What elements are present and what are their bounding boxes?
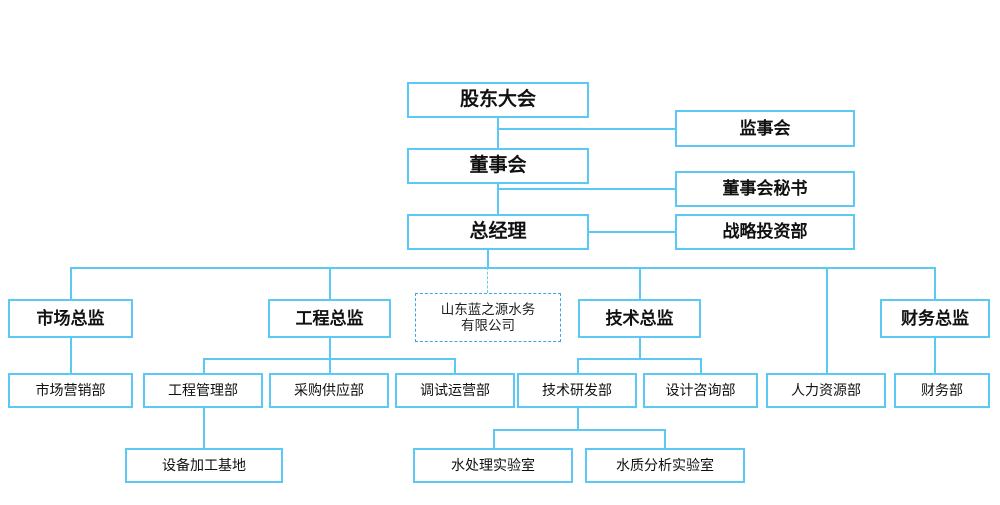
node-label: 技术研发部 <box>542 382 612 399</box>
connector-lab-bus-drop-water-treatment <box>493 429 495 448</box>
node-label: 采购供应部 <box>294 382 364 399</box>
connector-lab-bus-drop-water-quality <box>664 429 666 448</box>
connector-technical-director-to-subbus <box>639 337 641 360</box>
connector-gm-to-main-bus <box>487 249 489 269</box>
connector-shareholders-to-supervisors <box>497 128 677 130</box>
connector-technical-subbus <box>577 358 702 360</box>
node-marketing-dept[interactable]: 市场营销部 <box>8 373 133 408</box>
node-label: 水处理实验室 <box>451 457 535 474</box>
node-label: 工程总监 <box>295 308 364 328</box>
connector-lab-bus <box>493 429 665 431</box>
node-label: 市场总监 <box>36 308 105 328</box>
node-board-secretary[interactable]: 董事会秘书 <box>675 171 855 207</box>
node-label: 工程管理部 <box>168 382 238 399</box>
node-label: 山东蓝之源水务 有限公司 <box>440 301 536 333</box>
connector-tech-rd-to-lab-bus <box>577 408 579 431</box>
connector-subbus-drop-procurement <box>329 358 331 373</box>
node-label: 人力资源部 <box>791 382 861 399</box>
node-label: 总经理 <box>469 221 527 243</box>
connector-bus-drop-engineering-director <box>329 267 331 299</box>
node-commissioning-ops-dept[interactable]: 调试运营部 <box>395 373 515 408</box>
connector-main-bus <box>70 267 936 269</box>
node-general-manager[interactable]: 总经理 <box>407 214 589 250</box>
connector-subbus-drop-design-consulting <box>700 358 702 373</box>
node-hr-dept[interactable]: 人力资源部 <box>766 373 886 408</box>
connector-subbus-drop-tech-rd <box>577 358 579 373</box>
node-strategic-investment-dept[interactable]: 战略投资部 <box>675 214 855 250</box>
node-label: 调试运营部 <box>420 382 490 399</box>
connector-engineering-director-to-subbus <box>329 337 331 360</box>
node-label: 战略投资部 <box>722 222 808 242</box>
node-equipment-base[interactable]: 设备加工基地 <box>125 448 283 483</box>
node-board-of-supervisors[interactable]: 监事会 <box>675 110 855 147</box>
connector-board-to-secretary <box>497 188 677 190</box>
node-label: 股东大会 <box>459 89 536 111</box>
connector-subbus-drop-engineering-mgmt <box>203 358 205 373</box>
node-label: 监事会 <box>739 118 791 138</box>
node-tech-rd-dept[interactable]: 技术研发部 <box>517 373 637 408</box>
connector-bus-drop-finance-director <box>934 267 936 299</box>
connector-bus-drop-market-director <box>70 267 72 299</box>
node-board-of-directors[interactable]: 董事会 <box>407 148 589 184</box>
node-label: 财务部 <box>921 382 963 399</box>
connector-shareholders-to-board <box>497 117 499 150</box>
node-water-quality-lab[interactable]: 水质分析实验室 <box>585 448 745 483</box>
node-technical-director[interactable]: 技术总监 <box>578 299 701 338</box>
connector-bus-drop-company-entity-dotted <box>487 267 488 293</box>
connector-gm-to-strategic-investment <box>588 231 677 233</box>
connector-bus-drop-hr-dept <box>826 267 828 373</box>
node-label: 董事会秘书 <box>722 179 808 199</box>
node-label: 水质分析实验室 <box>616 457 714 474</box>
node-finance-dept[interactable]: 财务部 <box>894 373 990 408</box>
node-label: 技术总监 <box>605 308 674 328</box>
connector-market-director-to-marketing <box>70 337 72 373</box>
node-engineering-director[interactable]: 工程总监 <box>268 299 391 338</box>
node-company-entity[interactable]: 山东蓝之源水务 有限公司 <box>415 293 561 342</box>
connector-subbus-drop-commissioning <box>454 358 456 373</box>
node-label: 董事会 <box>469 155 527 177</box>
connector-finance-director-to-finance-dept <box>934 337 936 373</box>
node-label: 设备加工基地 <box>162 457 246 474</box>
node-finance-director[interactable]: 财务总监 <box>880 299 990 338</box>
connector-bus-drop-technical-director <box>639 267 641 299</box>
connector-engineering-mgmt-to-equipment-base <box>203 408 205 448</box>
node-market-director[interactable]: 市场总监 <box>8 299 133 338</box>
node-procurement-supply-dept[interactable]: 采购供应部 <box>269 373 389 408</box>
connector-board-to-gm <box>497 183 499 215</box>
node-shareholders-meeting[interactable]: 股东大会 <box>407 82 589 118</box>
node-label: 市场营销部 <box>35 382 106 399</box>
node-engineering-mgmt-dept[interactable]: 工程管理部 <box>143 373 263 408</box>
node-water-treatment-lab[interactable]: 水处理实验室 <box>413 448 573 483</box>
node-label: 设计咨询部 <box>665 382 736 399</box>
node-design-consulting-dept[interactable]: 设计咨询部 <box>643 373 758 408</box>
node-label: 财务总监 <box>901 308 969 328</box>
